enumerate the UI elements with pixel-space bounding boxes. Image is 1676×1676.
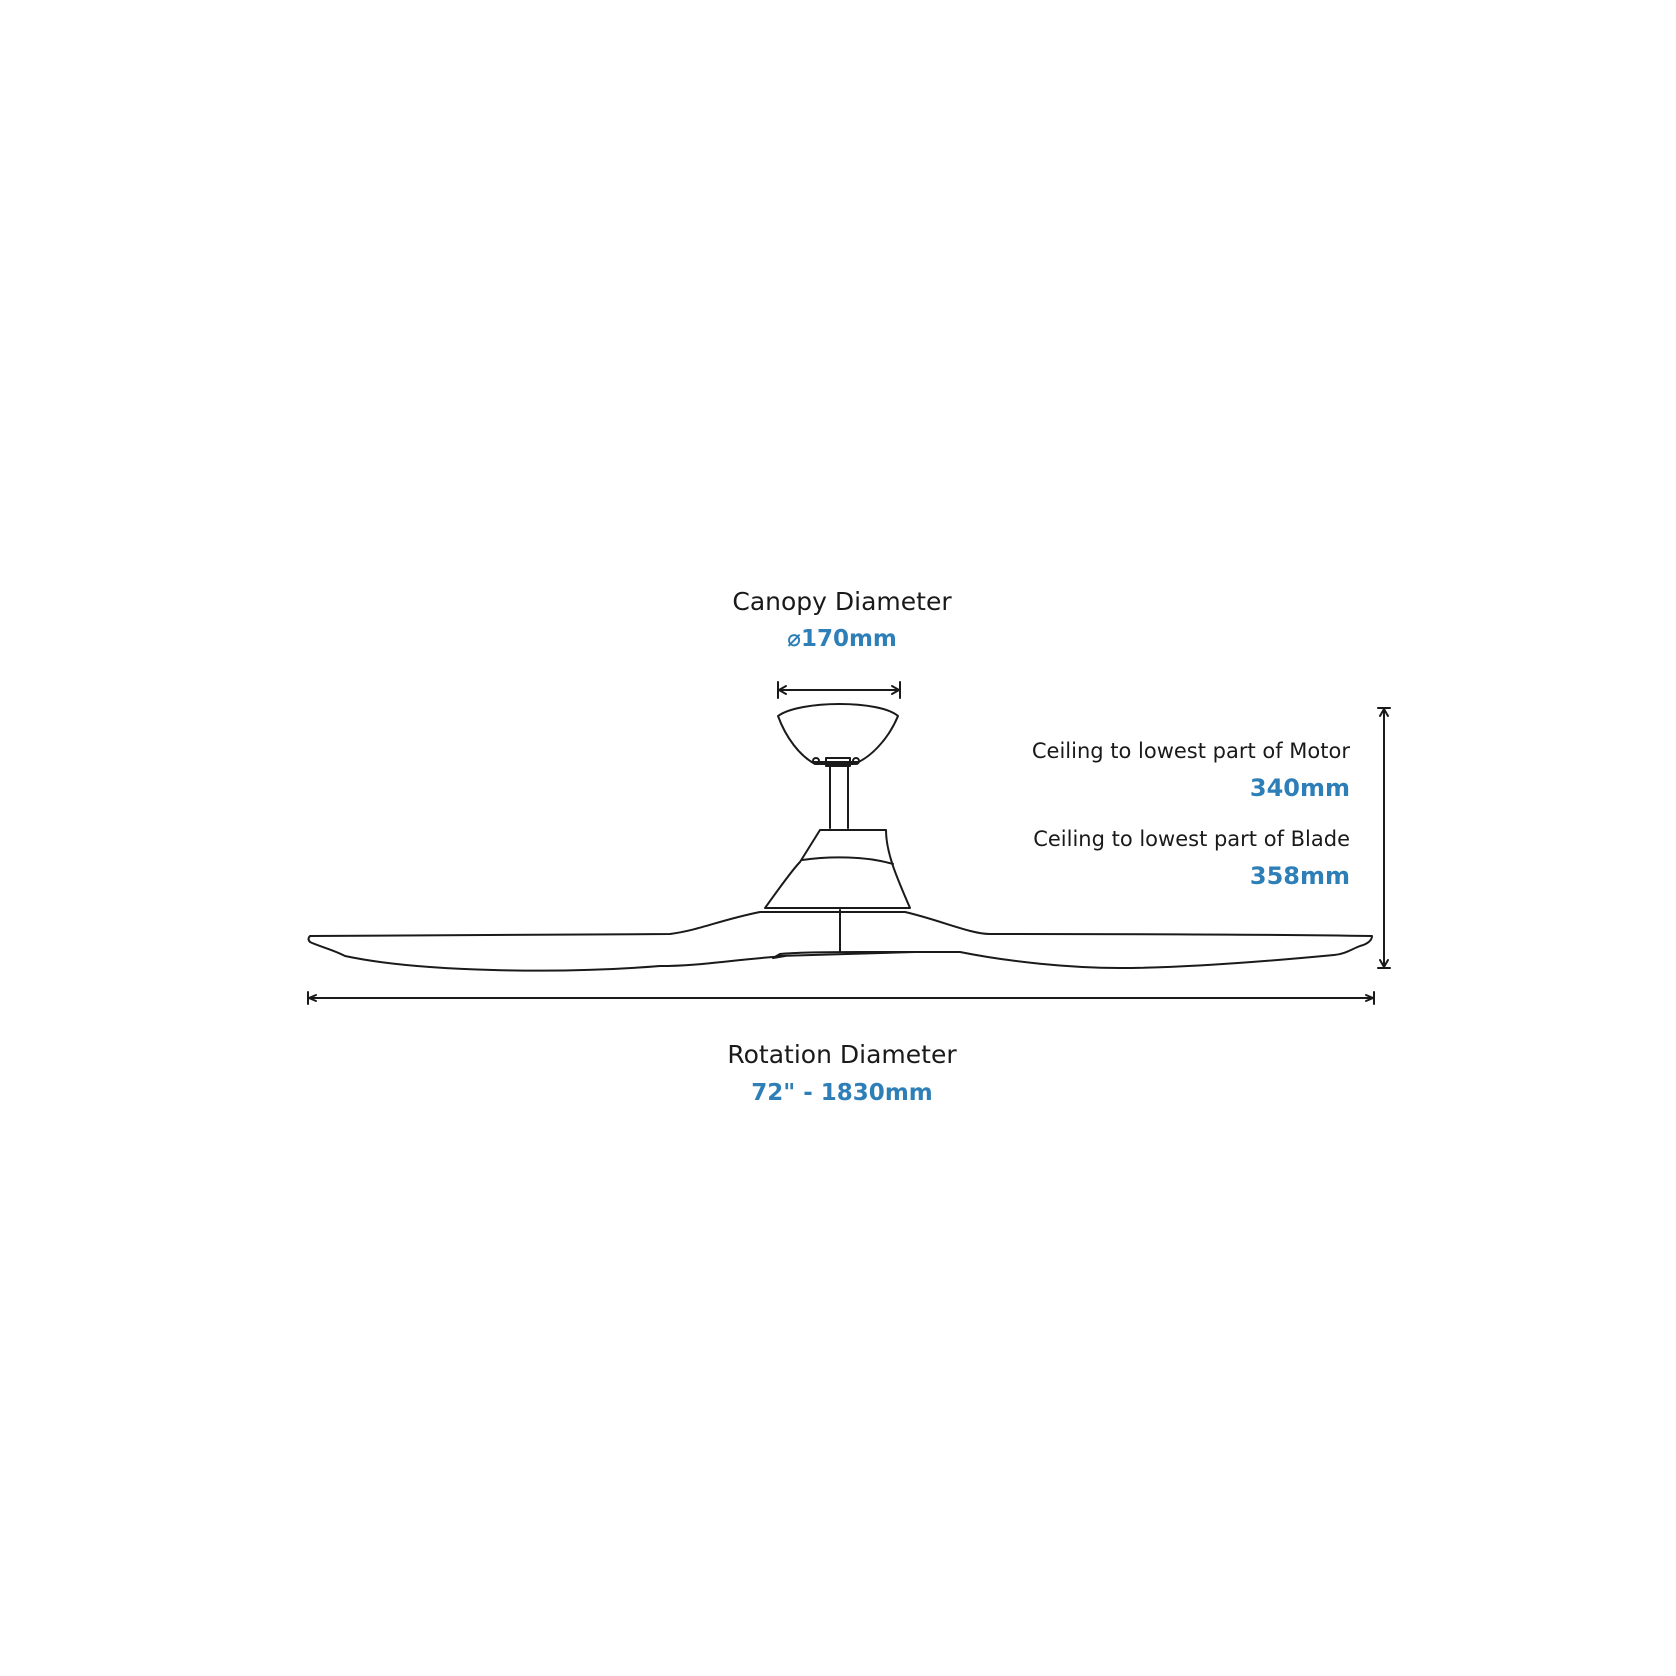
motor-height-title: Ceiling to lowest part of Motor xyxy=(1031,739,1350,763)
canopy-dimension-line xyxy=(777,681,901,699)
rotation-diameter-value: 72" - 1830mm xyxy=(751,1080,933,1106)
canopy xyxy=(777,703,899,767)
blade-height-value: 358mm xyxy=(1249,862,1350,890)
motor-height-value: 340mm xyxy=(1249,774,1350,802)
downrod xyxy=(829,765,849,829)
canopy-diameter-title: Canopy Diameter xyxy=(732,587,952,616)
canopy-diameter-value: ⌀170mm xyxy=(787,626,897,652)
height-dimension-line xyxy=(1377,707,1391,969)
rotation-dimension-line xyxy=(307,991,1375,1005)
rotation-diameter-title: Rotation Diameter xyxy=(727,1040,957,1069)
motor-housing xyxy=(764,829,911,953)
fan-blades xyxy=(307,911,1373,972)
blade-height-title: Ceiling to lowest part of Blade xyxy=(1033,827,1350,851)
